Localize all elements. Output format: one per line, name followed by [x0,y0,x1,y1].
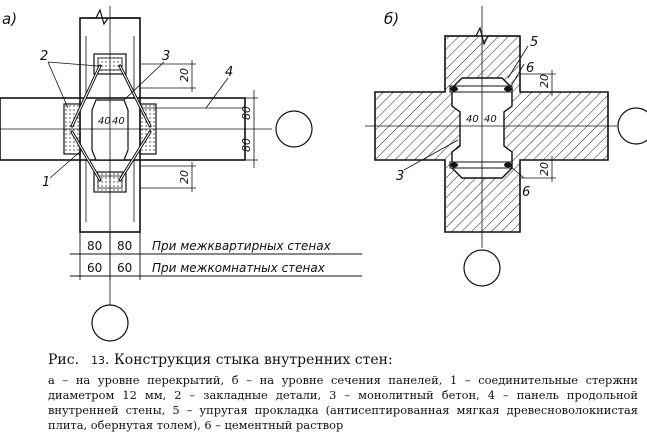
caption-label: Рис. [48,352,80,368]
part-a: а) [0,6,362,342]
caption-body: а – на уровне перекрытий, б – на уровне … [48,373,638,432]
callout-a-2: 2 [40,49,48,64]
dim-a-center-40-right: 40 [112,116,125,127]
dim-b-center-40-left: 40 [466,114,479,125]
caption-title-text: . Конструкция стыка внутренних стен: [105,352,393,368]
dim-b-bottom-20: 20 [538,162,551,176]
caption-title: Рис. 13. Конструкция стыка внутренних сте… [48,352,638,368]
leaders-a [47,60,258,192]
dim-a-right-80-top: 80 [240,106,253,120]
table-row1-text: При межквартирных стенах [152,239,332,253]
part-b-label: б) [384,10,399,28]
joint-diagram: а) [0,6,647,342]
axis-marker-b-right [617,107,647,145]
table-row2-text: При межкомнатных стенах [152,261,326,275]
table-row2-right: 60 [117,261,132,275]
table-row2-left: 60 [87,261,102,275]
callout-a-1: 1 [42,175,50,190]
gasket-top [449,85,513,93]
axis-marker-b-bottom [463,249,501,287]
caption-number: 13 [91,354,106,367]
break-a-top [80,8,140,26]
dim-b-center-40-right: 40 [484,114,497,125]
part-a-label: а) [2,10,17,28]
table-row1-left: 80 [87,239,102,253]
part-b: б) [365,6,647,287]
dim-b-top-20: 20 [538,74,551,88]
figure-caption: Рис. 13. Конструкция стыка внутренних сте… [48,352,638,433]
axis-marker-a-right [275,110,313,148]
dim-a-top-20: 20 [178,68,191,82]
dim-a-right-80-bottom: 80 [240,138,253,152]
axis-marker-a-bottom [91,304,129,342]
callout-b-5: 5 [530,35,538,50]
dimension-table [70,232,362,280]
dim-a-center-40-left: 40 [98,116,111,127]
dim-a-bottom-20: 20 [178,170,191,184]
callout-b-6-top: 6 [526,61,534,76]
callout-b-6-bottom: 6 [522,185,530,200]
leaders-b [403,45,556,182]
callout-a-4: 4 [225,65,233,80]
callout-a-3: 3 [162,49,170,64]
gasket-bottom [449,161,513,169]
table-row1-right: 80 [117,239,132,253]
callout-b-3: 3 [396,169,404,184]
